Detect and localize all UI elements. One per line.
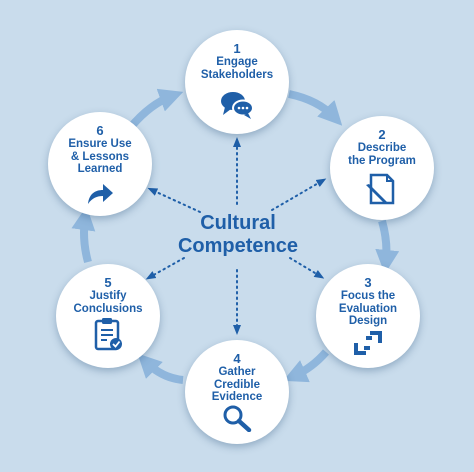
step-6-node: 6 Ensure Use & Lessons Learned [48,112,152,216]
step-number: 2 [378,127,386,142]
spoke-to-step-5 [145,257,185,280]
cycle-arrow-1-to-2 [288,90,343,126]
step-label: Describe the Program [348,142,416,167]
spoke-to-step-2 [271,178,327,211]
center-title: Cultural Competence [177,212,299,257]
step-number: 6 [96,123,104,138]
framing-hands-icon [354,331,382,355]
speech-bubbles-icon [221,92,254,119]
cycle-arrow-3-to-4 [283,349,330,383]
step-label: Justify Conclusions [73,290,143,315]
step-label: Gather Credible Evidence [211,366,263,403]
clipboard-check-icon [94,318,122,351]
step-number: 4 [233,351,241,366]
cycle-arrow-2-to-3 [375,219,400,274]
step-label: Ensure Use & Lessons Learned [68,138,132,175]
step-3-node: 3 Focus the Evaluation Design [316,264,420,368]
step-number: 1 [233,41,241,56]
document-pencil-icon [366,173,395,205]
step-2-node: 2 Describe the Program [330,116,434,220]
step-number: 3 [364,275,372,290]
cycle-arrow-4-to-5 [137,353,184,384]
magnifying-glass-icon [223,405,252,432]
spoke-to-step-3 [289,257,325,279]
step-label: Focus the Evaluation Design [338,290,398,327]
step-1-node: 1 Engage Stakeholders [185,30,289,134]
step-number: 5 [104,275,112,290]
step-4-node: 4 Gather Credible Evidence [185,340,289,444]
share-arrow-icon [88,184,113,204]
spoke-to-step-6 [147,187,201,213]
step-label: Engage Stakeholders [200,56,274,81]
cycle-arrow-5-to-6 [71,206,96,264]
step-5-node: 5 Justify Conclusions [56,264,160,368]
